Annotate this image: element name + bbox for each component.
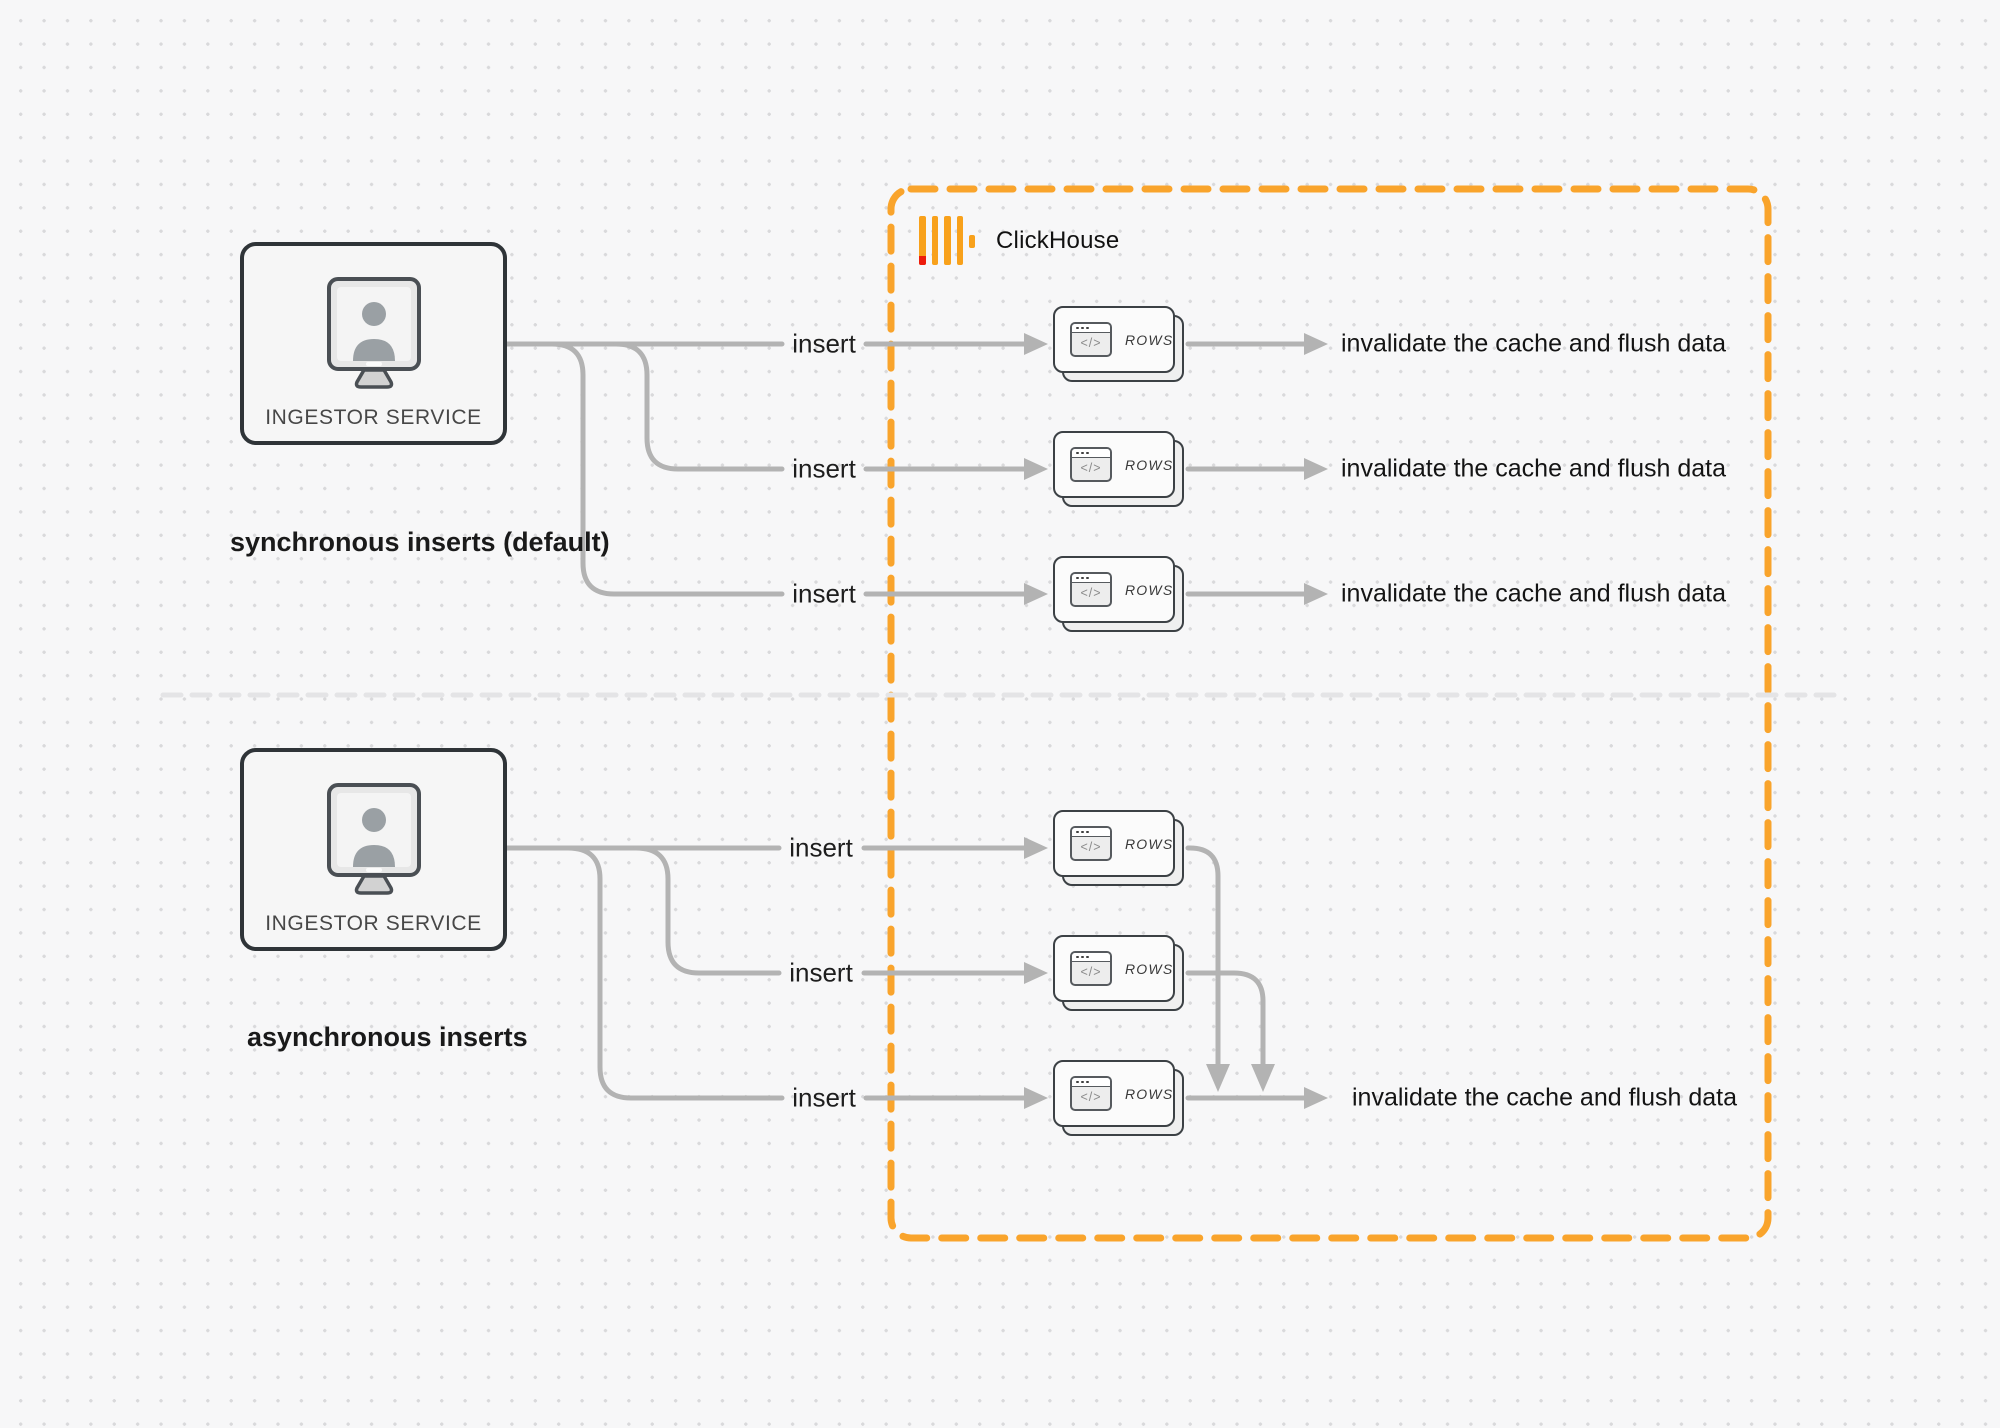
code-window-icon: </> <box>1070 951 1112 986</box>
arrowhead-async-row2-in <box>1024 962 1048 984</box>
user-shoulders <box>352 845 395 867</box>
arrowhead-async-row1-down <box>1206 1064 1230 1092</box>
clickhouse-title: ClickHouse <box>996 227 1120 254</box>
arrowhead-sync-row3-in <box>1024 583 1048 605</box>
ingestor-service-label-async: INGESTOR SERVICE <box>265 912 482 935</box>
rows-card-sync-3: </> ROWS <box>1053 556 1184 632</box>
user-shoulders <box>352 339 395 361</box>
rows-card-async-1: </> ROWS <box>1053 810 1184 886</box>
code-glyph: </> <box>1080 1090 1102 1104</box>
clickhouse-logo-icon <box>919 216 975 266</box>
async-row2-down-line <box>1185 970 1266 1067</box>
logo-bar-3 <box>944 216 951 265</box>
insert-label-async-2: insert <box>789 957 853 988</box>
insert-label-sync-3: insert <box>792 578 856 609</box>
insert-label-async-1: insert <box>789 832 853 863</box>
logo-bar-short <box>968 234 975 248</box>
monitor-stand <box>354 874 393 895</box>
ingestor-service-box-sync: INGESTOR SERVICE <box>240 242 507 445</box>
insert-label-sync-2: insert <box>792 453 856 484</box>
logo-red-accent <box>919 256 926 265</box>
rows-card-front: </> ROWS <box>1053 431 1175 498</box>
rows-card-async-2: </> ROWS <box>1053 935 1184 1011</box>
arrowhead-async-row3-in <box>1024 1087 1048 1109</box>
rows-label: ROWS <box>1125 581 1174 598</box>
sync-section-label: synchronous inserts (default) <box>230 527 610 557</box>
user-head <box>361 808 386 832</box>
rows-label: ROWS <box>1125 331 1174 348</box>
code-glyph: </> <box>1080 586 1102 600</box>
arrowhead-async-row2-down <box>1251 1064 1275 1092</box>
arrowhead-sync-row3-out <box>1304 583 1328 605</box>
code-window-icon: </> <box>1070 826 1112 861</box>
logo-bar-4 <box>956 216 963 265</box>
rows-label: ROWS <box>1125 456 1174 473</box>
ingestor-service-box-async: INGESTOR SERVICE <box>240 748 507 951</box>
rows-card-async-3: </> ROWS <box>1053 1060 1184 1136</box>
rows-label: ROWS <box>1125 960 1174 977</box>
arrowhead-sync-row1-out <box>1304 333 1328 355</box>
rows-card-front: </> ROWS <box>1053 1060 1175 1127</box>
rows-card-sync-1: </> ROWS <box>1053 306 1184 382</box>
rows-card-front: </> ROWS <box>1053 556 1175 623</box>
invalidate-label-async: invalidate the cache and flush data <box>1352 1083 1737 1112</box>
async-row2-branch <box>633 845 782 976</box>
invalidate-label-sync-2: invalidate the cache and flush data <box>1341 454 1726 483</box>
insert-label-async-3: insert <box>792 1082 856 1113</box>
arrowheads <box>1024 333 1328 1109</box>
code-glyph: </> <box>1080 965 1102 979</box>
rows-card-sync-2: </> ROWS <box>1053 431 1184 507</box>
code-window-icon: </> <box>1070 322 1112 357</box>
sync-row3-branch <box>549 341 785 597</box>
arrowhead-sync-row1-in <box>1024 333 1048 355</box>
monitor-user-icon <box>326 782 422 900</box>
async-row1-down-line <box>1185 845 1221 1067</box>
logo-bar-2 <box>931 216 938 265</box>
code-window-icon: </> <box>1070 447 1112 482</box>
ingestor-service-label-sync: INGESTOR SERVICE <box>265 406 482 429</box>
sync-row2-branch <box>613 341 785 472</box>
rows-label: ROWS <box>1125 835 1174 852</box>
insert-label-sync-1: insert <box>792 328 856 359</box>
code-window-icon: </> <box>1070 1076 1112 1111</box>
code-glyph: </> <box>1080 336 1102 350</box>
code-glyph: </> <box>1080 840 1102 854</box>
arrowhead-async-row1-in <box>1024 837 1048 859</box>
arrowhead-async-out <box>1304 1087 1328 1109</box>
code-glyph: </> <box>1080 461 1102 475</box>
arrowhead-sync-row2-in <box>1024 458 1048 480</box>
clickhouse-boundary-box <box>887 185 1772 1242</box>
rows-card-front: </> ROWS <box>1053 935 1175 1002</box>
invalidate-label-sync-1: invalidate the cache and flush data <box>1341 329 1726 358</box>
rows-card-front: </> ROWS <box>1053 306 1175 373</box>
code-window-icon: </> <box>1070 572 1112 607</box>
connector-lines <box>504 341 1307 1101</box>
async-section-label: asynchronous inserts <box>247 1022 528 1052</box>
async-row3-branch <box>565 845 785 1101</box>
user-head <box>361 302 386 326</box>
rows-label: ROWS <box>1125 1085 1174 1102</box>
logo-bar-1 <box>919 216 926 265</box>
monitor-user-icon <box>326 276 422 394</box>
rows-card-front: </> ROWS <box>1053 810 1175 877</box>
clickhouse-logo: ClickHouse <box>919 216 1119 266</box>
arrowhead-sync-row2-out <box>1304 458 1328 480</box>
monitor-stand <box>354 368 393 389</box>
invalidate-label-sync-3: invalidate the cache and flush data <box>1341 579 1726 608</box>
